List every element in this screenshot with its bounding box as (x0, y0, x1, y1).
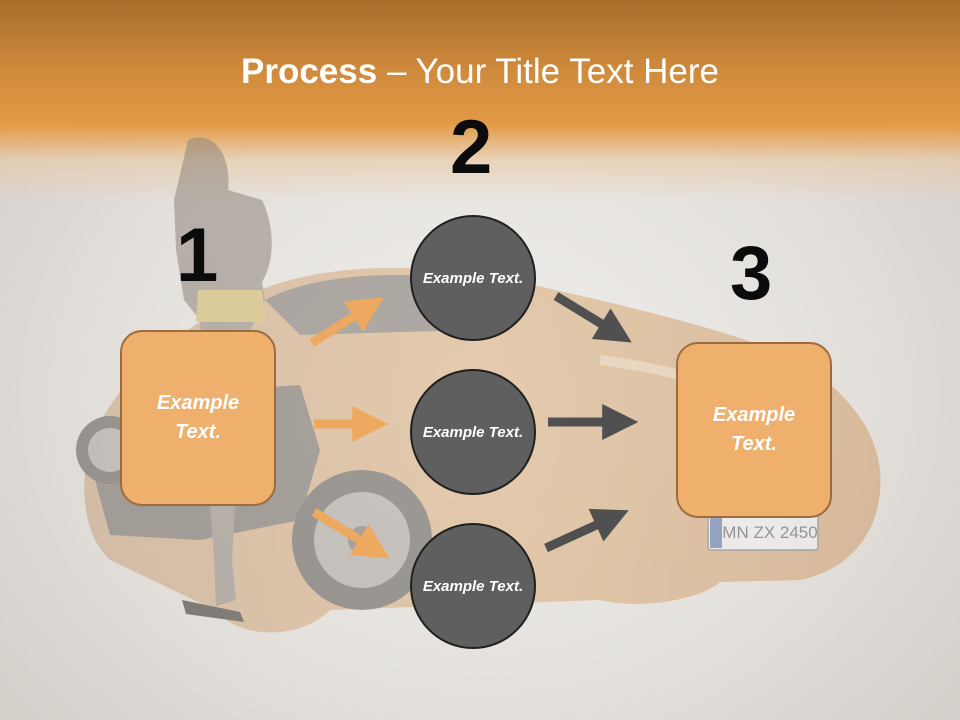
slide-title: Process – Your Title Text Here (0, 52, 960, 92)
step-1-box: Example Text. (120, 330, 276, 506)
title-rest: – Your Title Text Here (377, 52, 719, 91)
arrow-box1-to-circle1 (309, 297, 384, 347)
circle-middle-text: Example Text. (422, 423, 524, 441)
license-plate-text: MN ZX 2450 (722, 523, 817, 542)
step-number-3: 3 (730, 231, 773, 316)
title-band (0, 0, 960, 200)
arrow-circle3-to-box3 (544, 508, 629, 553)
step-2-circle-bottom: Example Text. (410, 523, 536, 649)
title-bold: Process (241, 52, 378, 91)
step-2-circle-middle: Example Text. (410, 369, 536, 495)
step-3-box-text: Example Text. (712, 404, 796, 455)
step-2-circle-top: Example Text. (410, 215, 536, 341)
circle-bottom-text: Example Text. (422, 577, 524, 595)
step-number-2: 2 (450, 105, 493, 190)
circle-top-text: Example Text. (422, 269, 524, 287)
arrow-box1-to-circle3 (311, 508, 390, 559)
step-number-1: 1 (176, 213, 219, 298)
step-1-box-text: Example Text. (156, 392, 240, 443)
step-3-box: Example Text. (676, 342, 832, 518)
arrow-circle1-to-box3 (553, 292, 632, 343)
